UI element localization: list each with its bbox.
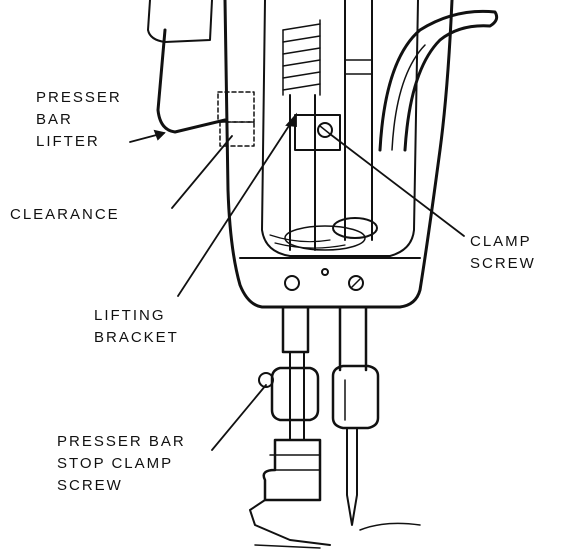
label-lifting-bracket-line1: LIFTING bbox=[94, 307, 166, 324]
needle-bar-lower bbox=[338, 305, 368, 372]
lifting-bracket bbox=[294, 114, 341, 151]
label-presser-bar-lifter: PRESSER BAR LIFTER bbox=[36, 87, 122, 153]
label-lifting-bracket: LIFTING BRACKET bbox=[94, 305, 179, 349]
leader-clamp-screw bbox=[329, 133, 465, 237]
clamp-screw bbox=[317, 122, 333, 138]
head-screw-left bbox=[284, 275, 300, 291]
stop-clamp-screw bbox=[258, 372, 274, 388]
needle-clamp bbox=[331, 364, 380, 430]
label-stop-clamp-line3: SCREW bbox=[57, 477, 123, 494]
thread-tension bbox=[332, 217, 378, 239]
clearance-box bbox=[217, 91, 255, 123]
leader-stop-clamp-screw bbox=[211, 384, 267, 451]
label-stop-clamp-line1: PRESSER BAR bbox=[57, 433, 186, 450]
label-clamp-screw-line2: SCREW bbox=[470, 255, 536, 272]
label-clamp-screw-line1: CLAMP bbox=[470, 233, 532, 250]
needle-bar-column bbox=[344, 0, 373, 241]
label-presser-bar-lifter-line2: BAR bbox=[36, 111, 73, 128]
lifter-plate bbox=[147, 0, 213, 43]
label-stop-clamp-line2: STOP CLAMP bbox=[57, 455, 174, 472]
presser-bar-lower bbox=[281, 305, 310, 354]
label-presser-bar-stop-clamp-screw: PRESSER BAR STOP CLAMP SCREW bbox=[57, 431, 186, 497]
head-screw-center bbox=[321, 268, 329, 276]
needle bbox=[346, 427, 358, 526]
take-up-lever bbox=[378, 9, 499, 152]
presser-bar-stop-clamp bbox=[270, 366, 320, 422]
head-screw-right bbox=[348, 275, 364, 291]
presser-bar-spring bbox=[282, 19, 321, 96]
label-presser-bar-lifter-line3: LIFTER bbox=[36, 133, 100, 150]
label-lifting-bracket-line2: BRACKET bbox=[94, 329, 179, 346]
leader-lifting-bracket bbox=[177, 114, 297, 297]
head-casting bbox=[223, 0, 454, 309]
throat-plate bbox=[254, 522, 421, 549]
presser-bar-lifter-lever bbox=[156, 28, 227, 134]
leader-clearance bbox=[171, 135, 233, 209]
label-clearance: CLEARANCE bbox=[10, 206, 120, 223]
face-plate bbox=[261, 0, 419, 257]
label-presser-bar-lifter-line1: PRESSER bbox=[36, 89, 122, 106]
label-clamp-screw: CLAMP SCREW bbox=[470, 231, 536, 275]
